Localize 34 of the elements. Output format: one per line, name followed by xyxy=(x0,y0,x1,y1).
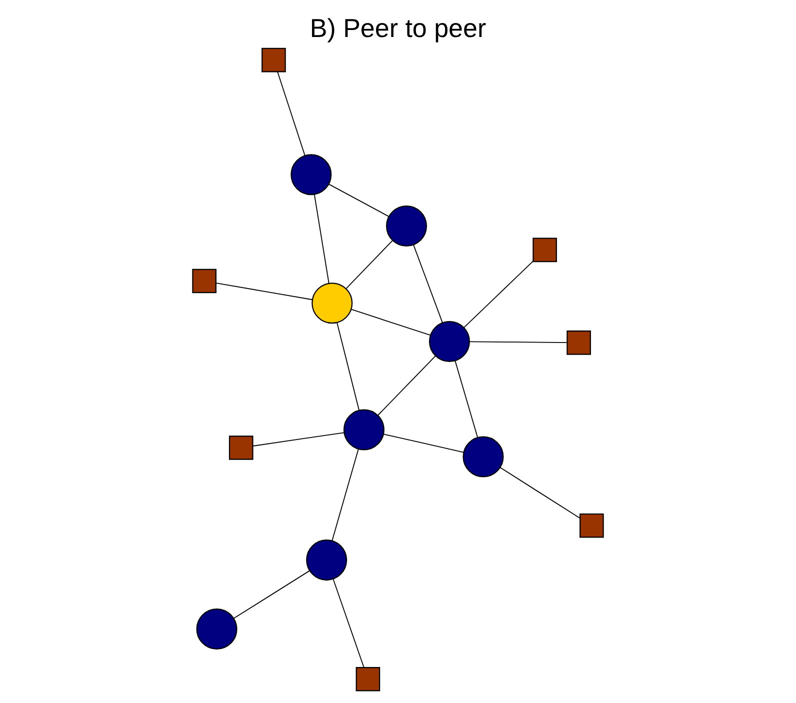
connector xyxy=(346,240,393,290)
node-circle xyxy=(343,409,384,450)
node-circle xyxy=(462,436,504,478)
connector xyxy=(314,194,330,284)
connector xyxy=(332,578,364,668)
node-box xyxy=(566,330,591,355)
connector xyxy=(328,184,390,217)
connector xyxy=(216,282,313,300)
node-box xyxy=(532,238,557,262)
node-box xyxy=(192,268,216,294)
connector xyxy=(350,308,431,336)
node-box xyxy=(228,436,254,460)
connector xyxy=(500,467,580,519)
connector xyxy=(413,244,443,324)
connector xyxy=(332,448,359,542)
connector xyxy=(469,341,568,344)
node-box xyxy=(262,48,286,72)
node-circle xyxy=(290,154,332,196)
node-circle xyxy=(306,540,348,581)
connector xyxy=(378,356,436,416)
diagram-title: B) Peer to peer xyxy=(310,12,486,43)
connector xyxy=(336,322,360,410)
connector xyxy=(233,570,310,619)
connector xyxy=(454,360,478,438)
node-circle xyxy=(386,206,428,247)
node-circle xyxy=(428,320,470,362)
node-circle xyxy=(196,608,238,650)
connector xyxy=(464,260,534,328)
node-circle xyxy=(312,282,353,324)
connector xyxy=(252,432,344,446)
node-box xyxy=(356,666,380,692)
connector xyxy=(277,71,306,156)
connector xyxy=(383,434,464,453)
node-box xyxy=(580,513,604,538)
